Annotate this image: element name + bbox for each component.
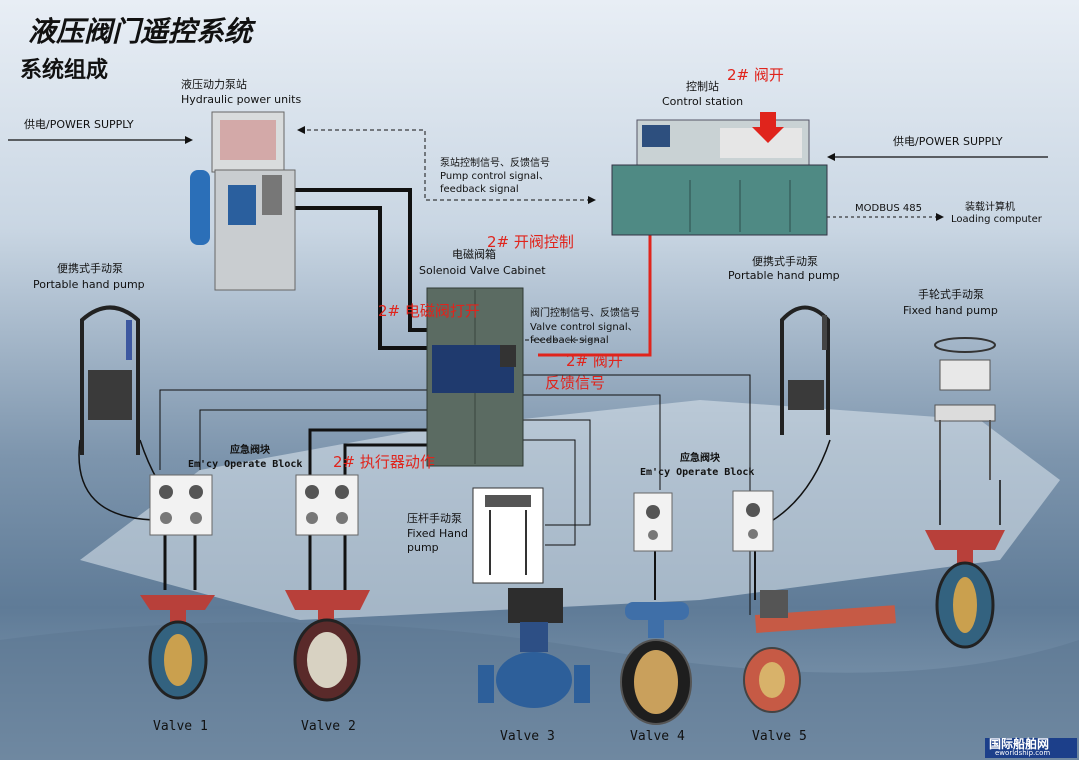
valve-signal-en1: Valve control signal、 (530, 322, 638, 333)
portable-pump-left-en: Portable hand pump (33, 278, 145, 291)
control-station-label-cn: 控制站 (686, 80, 719, 93)
power-supply-right-label: 供电/POWER SUPPLY (893, 135, 1003, 148)
valve-3-label: Valve 3 (500, 729, 555, 744)
valve-5-graphic (743, 590, 896, 713)
valve-1-label: Valve 1 (153, 719, 208, 734)
fixed-pump-right-cn: 手轮式手动泵 (918, 288, 984, 301)
emergency-right-cn: 应急阀块 (680, 453, 720, 464)
valve-signal-cn: 阀门控制信号、反馈信号 (530, 308, 640, 319)
annotation-valve-open-mid: 2# 阀开 (566, 352, 623, 370)
portable-pump-right-cn: 便携式手动泵 (752, 255, 818, 268)
power-supply-left-label: 供电/POWER SUPPLY (24, 118, 134, 131)
emergency-left-en: Em'cy Operate Block (188, 459, 303, 470)
hpu-label-en: Hydraulic power units (181, 93, 302, 106)
pump-signal-en2: feedback signal (440, 184, 519, 195)
control-station-label-en: Control station (662, 95, 744, 108)
fixed-pump-mid-en2: pump (407, 541, 439, 554)
watermark-cn: 国际船舶网 (989, 737, 1050, 751)
pump-signal-cn: 泵站控制信号、反馈信号 (440, 158, 550, 169)
watermark-en: eworldship.com (995, 749, 1051, 757)
pump-signal-en1: Pump control signal、 (440, 171, 549, 182)
annotation-valve-open-top: 2# 阀开 (727, 66, 784, 84)
valve-right-graphic (925, 530, 1005, 649)
portable-pump-left-cn: 便携式手动泵 (57, 262, 123, 275)
valve-3-graphic (478, 588, 590, 708)
fixed-pump-right-en: Fixed hand pump (903, 304, 998, 317)
annotation-open-control: 2# 开阀控制 (487, 233, 574, 251)
annotation-actuator: 2# 执行器动作 (333, 453, 435, 471)
page-subtitle: 系统组成 (20, 58, 109, 83)
valve-2-label: Valve 2 (301, 719, 356, 734)
annotation-solenoid-open: 2# 电磁阀打开 (378, 302, 480, 320)
emergency-right-en: Em'cy Operate Block (640, 467, 755, 478)
watermark-logo: 国际船舶网 eworldship.com (985, 738, 1077, 758)
valve-2-graphic (285, 590, 370, 702)
annotation-feedback: 反馈信号 (545, 374, 606, 392)
fixed-pump-mid-en1: Fixed Hand (407, 527, 468, 540)
page-title: 液压阀门遥控系统 (28, 15, 253, 48)
valve-4-label: Valve 4 (630, 729, 685, 744)
hpu-label-cn: 液压动力泵站 (181, 78, 247, 91)
loading-computer-en: Loading computer (951, 214, 1042, 225)
modbus-label: MODBUS 485 (855, 203, 922, 214)
loading-computer-cn: 装载计算机 (965, 202, 1015, 213)
solenoid-cabinet-cn: 电磁阀箱 (452, 248, 496, 261)
valve-4-graphic (620, 602, 692, 725)
portable-pump-right-en: Portable hand pump (728, 269, 840, 282)
valve-1-graphic (140, 595, 215, 700)
valve-5-label: Valve 5 (752, 729, 807, 744)
emergency-left-cn: 应急阀块 (230, 445, 270, 456)
fixed-pump-mid-cn: 压杆手动泵 (407, 512, 462, 525)
valve-signal-en2: feedback signal (530, 335, 609, 346)
solenoid-cabinet-en: Solenoid Valve Cabinet (419, 264, 546, 277)
